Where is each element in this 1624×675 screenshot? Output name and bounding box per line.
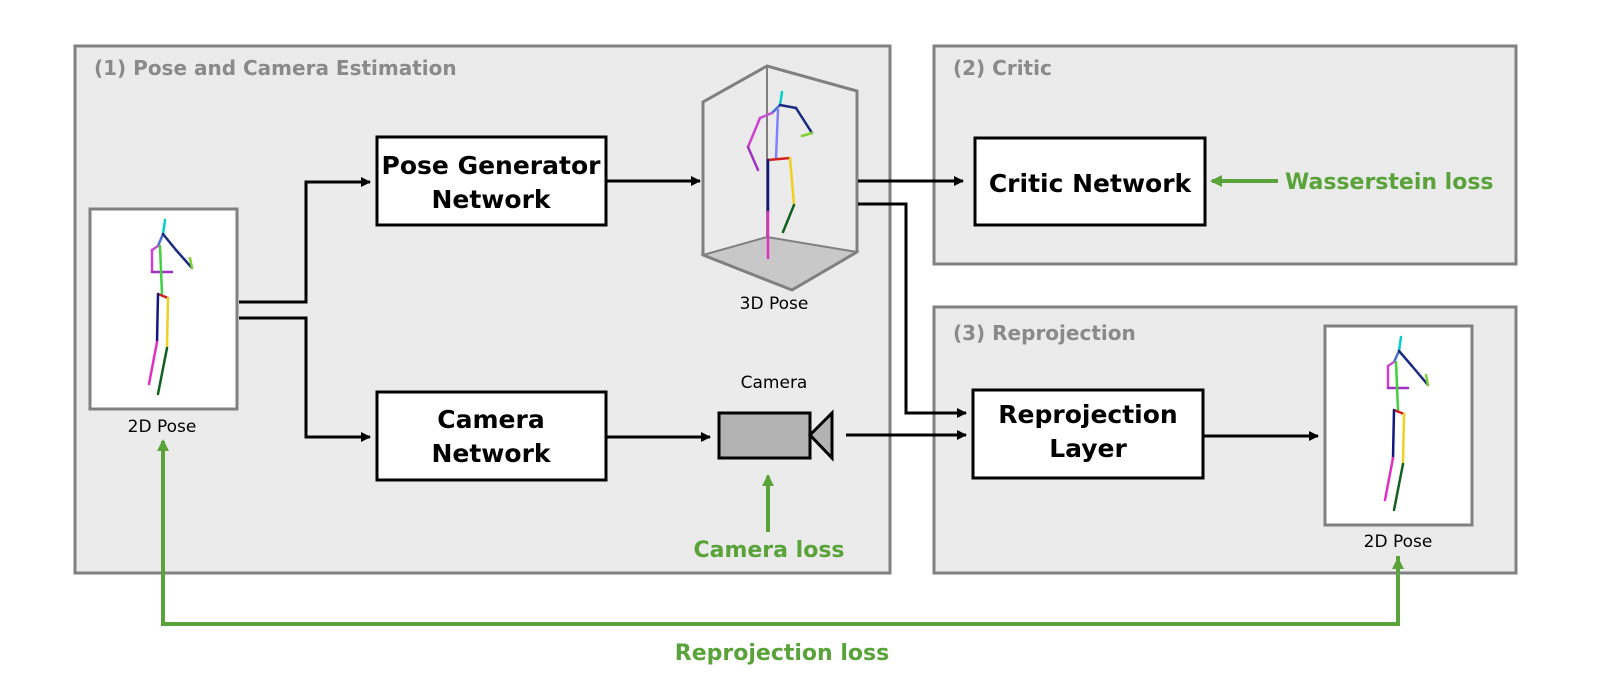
reprojection-layer-label-line1: Reprojection xyxy=(998,400,1177,429)
panel-title-pose-camera: (1) Pose and Camera Estimation xyxy=(94,56,457,80)
caption-output-2d-pose: 2D Pose xyxy=(1364,532,1433,552)
camera-network-label-line1: Camera xyxy=(437,405,544,434)
caption-camera: Camera xyxy=(741,373,808,393)
skeleton-2d-output xyxy=(1383,335,1430,512)
caption-input-2d-pose: 2D Pose xyxy=(128,417,197,437)
pose-generator-network-box: Pose Generator Network xyxy=(375,135,608,227)
panel-title-reprojection: (3) Reprojection xyxy=(953,321,1136,345)
camera-network-label-line2: Network xyxy=(431,439,551,468)
reprojection-layer-box: Reprojection Layer xyxy=(971,388,1205,480)
output-2d-pose-image xyxy=(1323,324,1474,527)
wasserstein-loss-label: Wasserstein loss xyxy=(1285,170,1494,195)
arrow-input-to-camera-network xyxy=(239,316,371,442)
skeleton-3d xyxy=(746,90,814,260)
panel-title-critic: (2) Critic xyxy=(953,56,1052,80)
video-camera-icon xyxy=(717,409,834,462)
reprojection-layer-label-line2: Layer xyxy=(1049,434,1127,463)
critic-network-box: Critic Network xyxy=(973,136,1207,227)
caption-3d-pose: 3D Pose xyxy=(740,294,809,314)
pose-3d-box xyxy=(699,64,860,292)
pose-generator-label-line1: Pose Generator xyxy=(382,151,602,180)
camera-loss-label: Camera loss xyxy=(693,538,844,563)
critic-network-label: Critic Network xyxy=(989,169,1193,198)
arrow-reprojection-loss xyxy=(157,439,1400,626)
arrow-3d-pose-to-reprojection xyxy=(858,202,967,418)
skeleton-2d-input xyxy=(147,218,194,396)
camera-network-box: Camera Network xyxy=(375,390,608,482)
arrow-input-to-pose-generator xyxy=(239,177,371,304)
pose-generator-label-line2: Network xyxy=(431,185,551,214)
input-2d-pose-image xyxy=(88,207,239,411)
reprojection-loss-label: Reprojection loss xyxy=(675,641,889,666)
